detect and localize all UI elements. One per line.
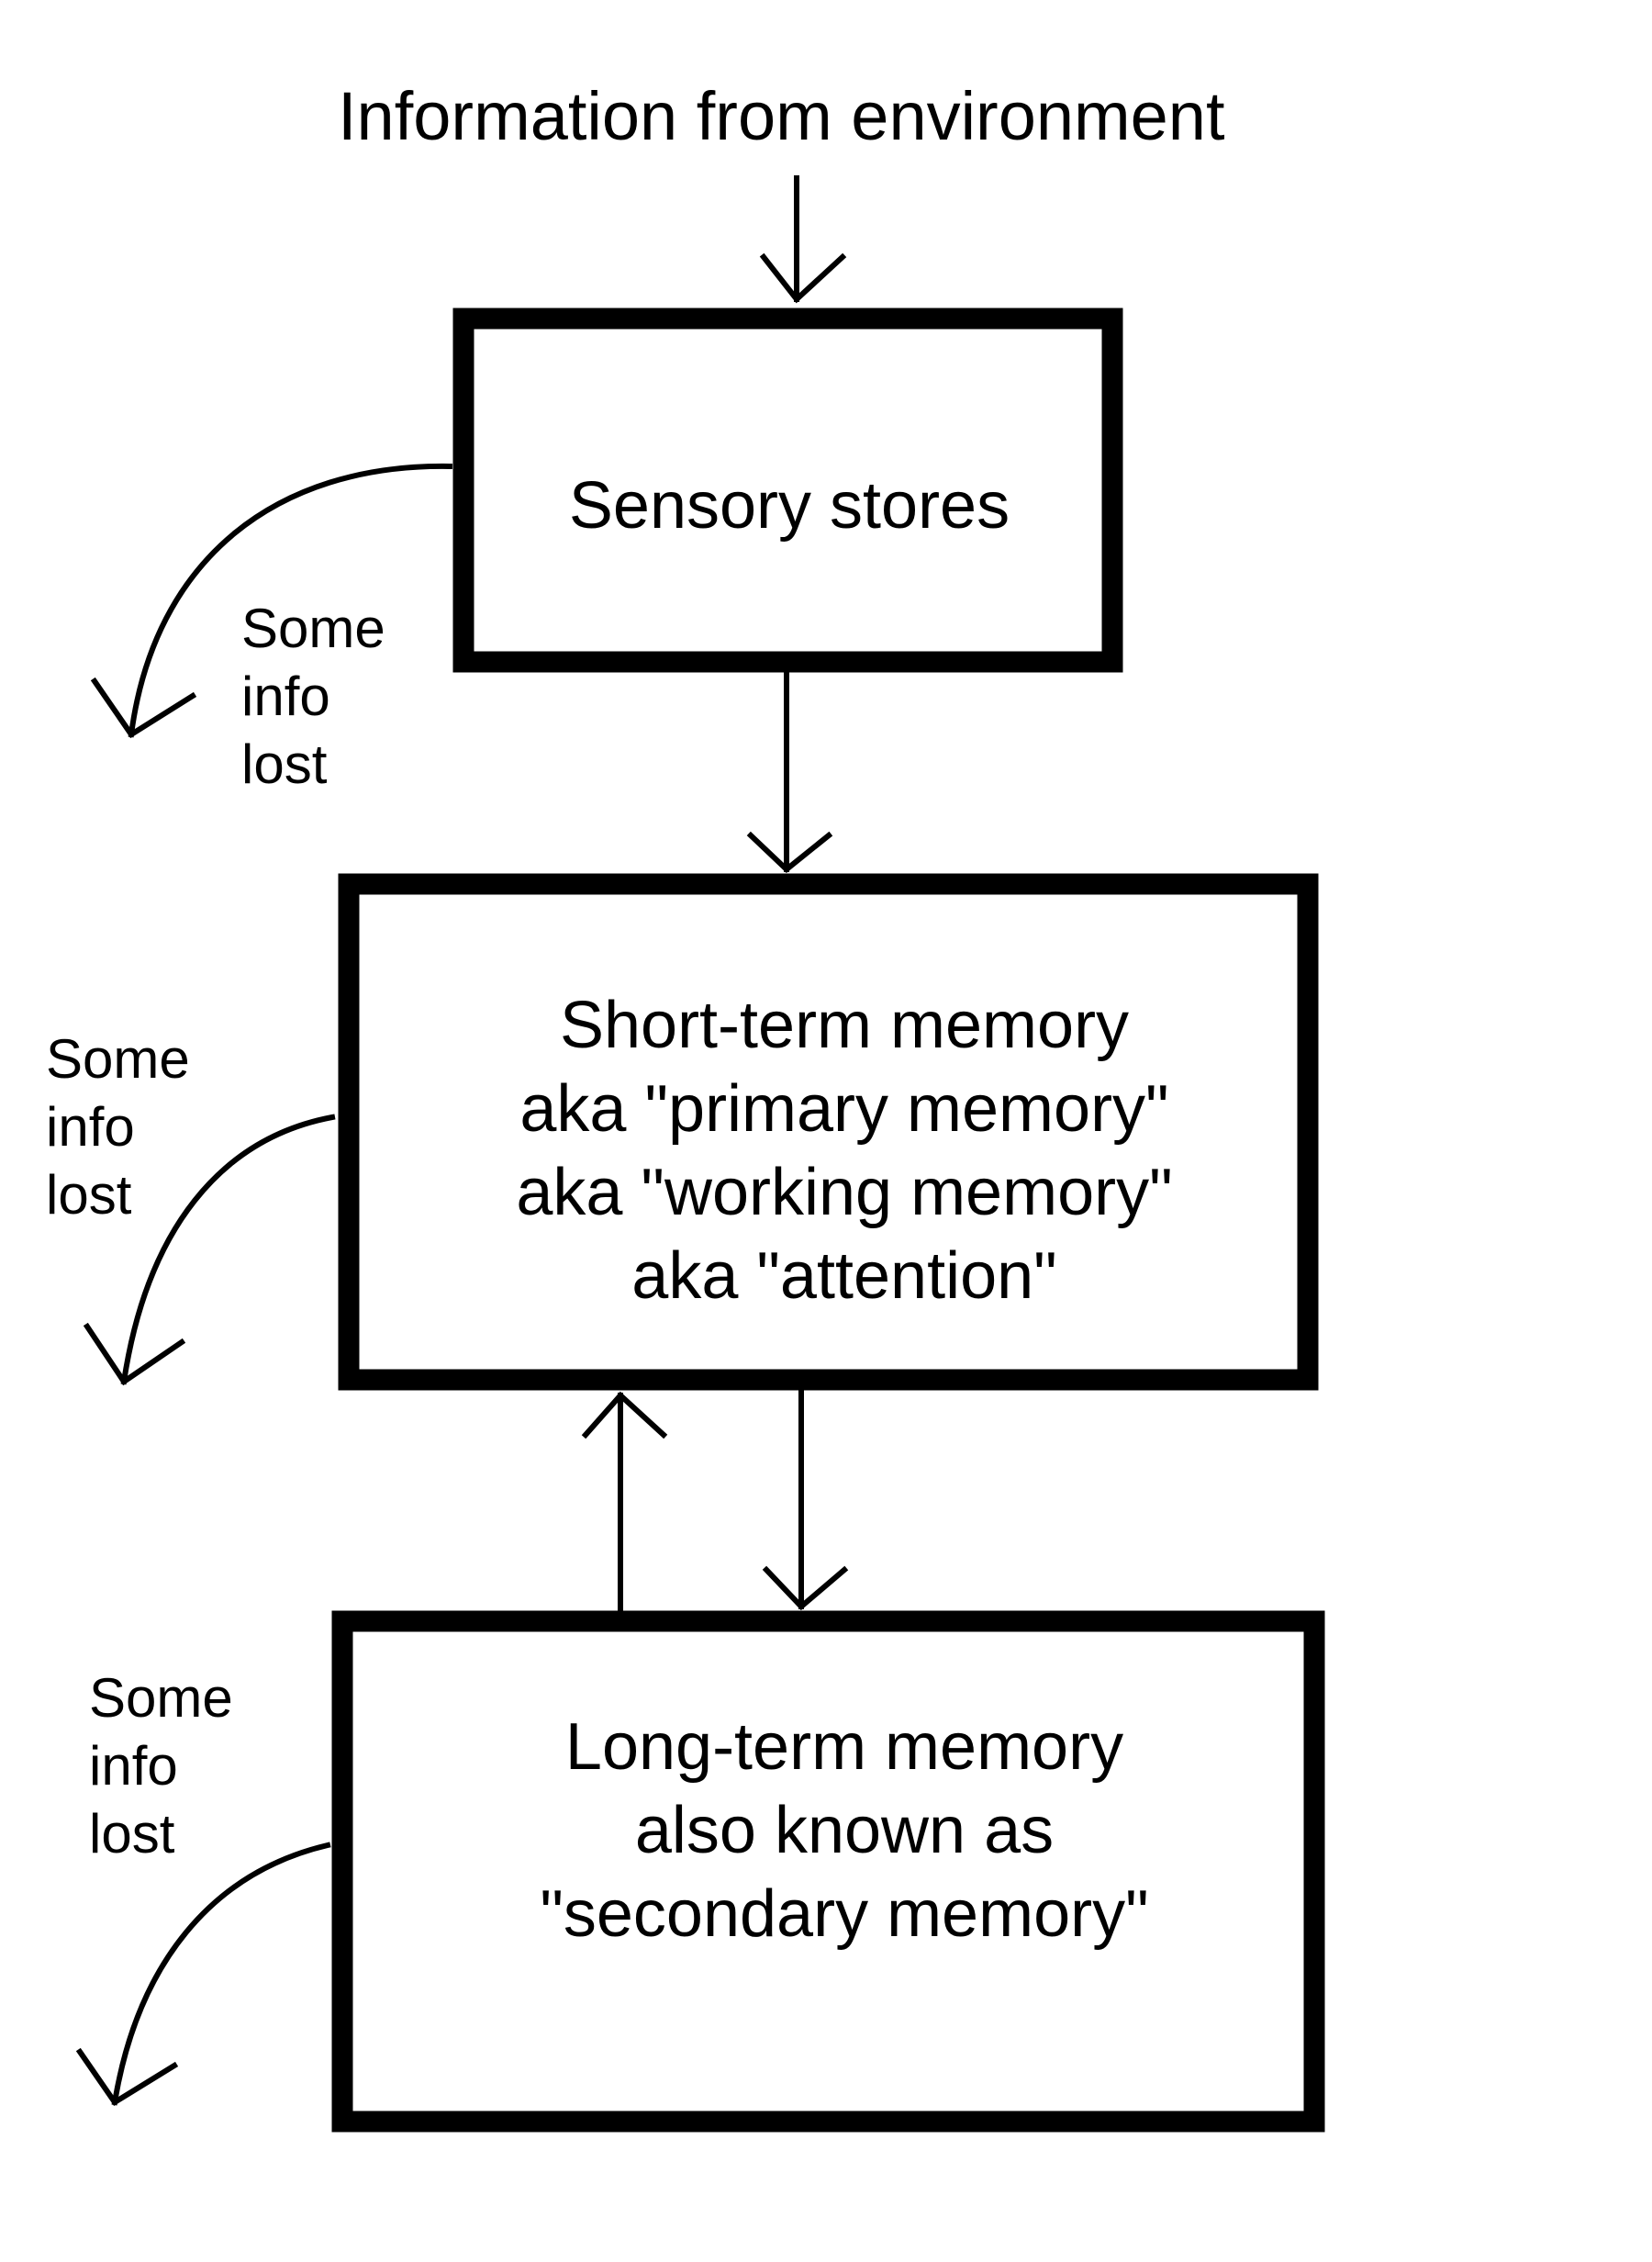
stm-line-2: aka "primary memory" (519, 1072, 1169, 1146)
stm-line-1: Short-term memory (559, 989, 1130, 1062)
loss-label-line: Some (46, 1028, 190, 1090)
stray-mark (1308, 1877, 1323, 1892)
loss-label-line: lost (46, 1164, 132, 1226)
loss-label-line: Some (89, 1667, 233, 1729)
loss-label-line: info (89, 1735, 178, 1797)
loss-label-line: lost (89, 1803, 175, 1864)
loss-label-line: info (241, 666, 330, 727)
short-term-memory-label: Short-term memory aka "primary memory" a… (385, 984, 1303, 1318)
ltm-line-3: "secondary memory" (540, 1877, 1149, 1951)
stm-loss-label: Some info lost (46, 1025, 190, 1229)
sensory-stores-box (452, 308, 1123, 673)
loss-label-line: info (46, 1096, 135, 1158)
long-term-memory-label: Long-term memory also known as "secondar… (385, 1706, 1303, 1956)
stm-loss-arrow (83, 1114, 336, 1386)
stm-line-3: aka "working memory" (516, 1156, 1173, 1229)
stm-line-4: aka "attention" (631, 1239, 1057, 1313)
sensory-loss-arrow (90, 463, 453, 739)
sensory-stores-label: Sensory stores (459, 465, 1120, 546)
ltm-loss-arrow (75, 1842, 331, 2107)
loss-label-line: Some (241, 598, 385, 659)
input-arrow (759, 175, 847, 304)
ltm-to-stm-arrow (581, 1391, 668, 1611)
title-label: Information from environment (338, 75, 1256, 158)
title-text: Information from environment (338, 78, 1225, 154)
sensory-loss-label: Some info lost (241, 595, 385, 799)
sensory-stores-line: Sensory stores (568, 469, 1010, 543)
sensory-to-stm-arrow (746, 670, 833, 873)
short-term-memory-box (338, 873, 1319, 1391)
ltm-loss-label: Some info lost (89, 1664, 233, 1868)
long-term-memory-box (331, 1610, 1325, 2133)
stm-to-ltm-arrow (762, 1388, 849, 1611)
loss-label-line: lost (241, 733, 328, 795)
ltm-line-2: also known as (634, 1794, 1055, 1867)
ltm-line-1: Long-term memory (564, 1710, 1124, 1784)
